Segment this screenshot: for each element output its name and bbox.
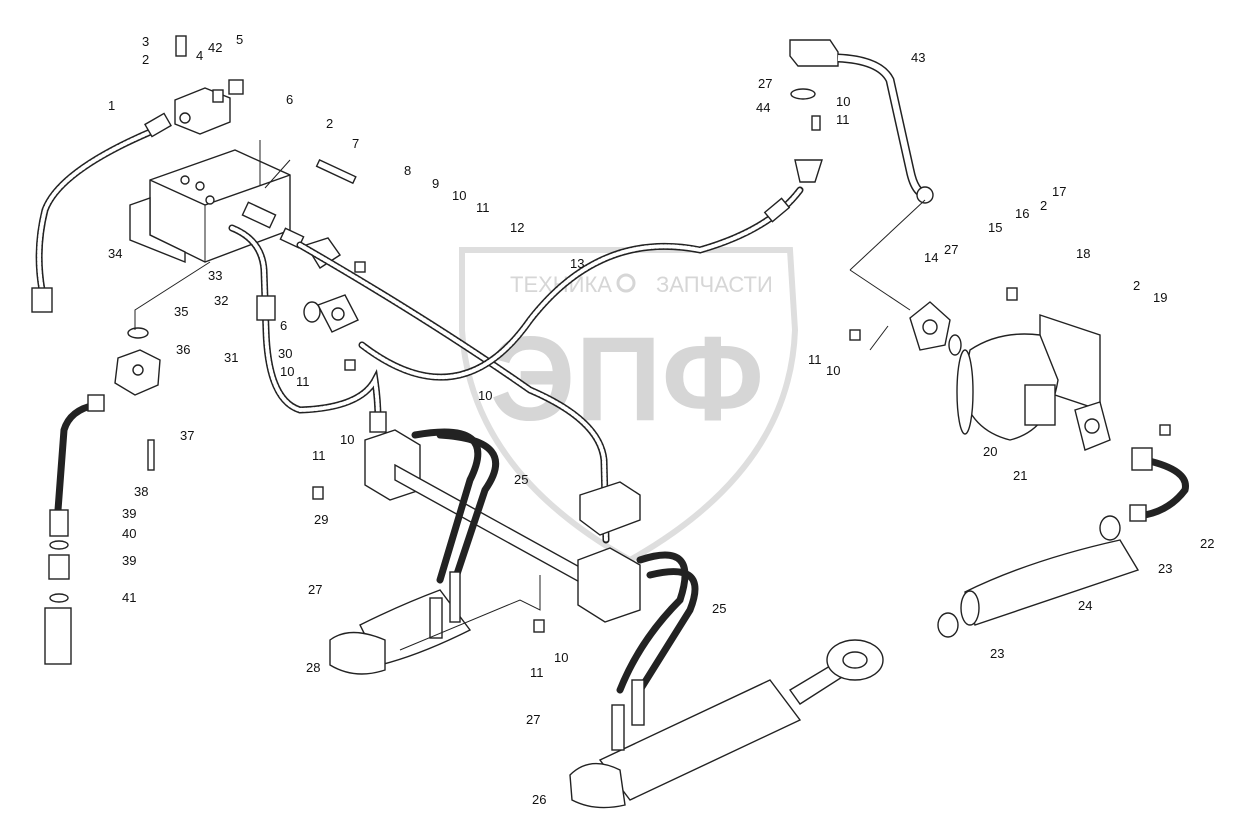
callout-12: 12 (510, 220, 524, 235)
hose-31 (228, 224, 387, 433)
callout-29: 29 (314, 512, 328, 527)
callout-39: 39 (122, 506, 136, 521)
callout-2: 2 (1133, 278, 1140, 293)
callout-25: 25 (514, 472, 528, 487)
callout-4: 4 (196, 48, 203, 63)
callout-23: 23 (990, 646, 1004, 661)
callout-10: 10 (826, 363, 840, 378)
callout-35: 35 (174, 304, 188, 319)
fitting-stack (44, 327, 161, 665)
watermark: ТЕХНИКА ЗАПЧАСТИ ЭПФ (459, 247, 799, 564)
cylinder-26 (569, 639, 884, 809)
callout-22: 22 (1200, 536, 1214, 551)
callout-23: 23 (1158, 561, 1172, 576)
callout-10: 10 (554, 650, 568, 665)
leader-lines (134, 140, 926, 351)
callout-2: 2 (142, 52, 149, 67)
callout-13: 13 (570, 256, 584, 271)
callout-27: 27 (526, 712, 540, 727)
pipe-43 (789, 39, 934, 204)
cylinder-28 (329, 571, 541, 675)
callout-26: 26 (532, 792, 546, 807)
callout-10: 10 (340, 432, 354, 447)
callout-11: 11 (296, 374, 310, 389)
callout-11: 11 (312, 448, 326, 463)
callout-16: 16 (1015, 206, 1029, 221)
callout-43: 43 (911, 50, 925, 65)
gear-icon (616, 273, 636, 293)
callout-7: 7 (352, 136, 359, 151)
clamp-23-bottom (937, 612, 959, 638)
callout-28: 28 (306, 660, 320, 675)
callout-21: 21 (1013, 468, 1027, 483)
callout-11: 11 (530, 665, 544, 680)
flange-21 (1074, 401, 1189, 522)
callout-5: 5 (236, 32, 243, 47)
callout-10: 10 (280, 364, 294, 379)
callout-20: 20 (983, 444, 997, 459)
flange-14 (909, 301, 962, 356)
callout-9: 9 (432, 176, 439, 191)
callout-19: 19 (1153, 290, 1167, 305)
flange-30 (303, 294, 359, 333)
callout-34: 34 (108, 246, 122, 261)
callout-36: 36 (176, 342, 190, 357)
callout-11: 11 (808, 352, 822, 367)
hose-12 (296, 241, 610, 544)
callout-32: 32 (214, 293, 228, 308)
callout-11: 11 (476, 200, 490, 215)
callout-2: 2 (326, 116, 333, 131)
watermark-logo: ЭПФ (490, 312, 764, 446)
callout-15: 15 (988, 220, 1002, 235)
callout-18: 18 (1076, 246, 1090, 261)
callout-labels: 1222234425667891010101010101011111111111… (108, 32, 1214, 807)
manifold-29 (364, 429, 641, 623)
callout-6: 6 (286, 92, 293, 107)
callout-8: 8 (404, 163, 411, 178)
valve-block-34 (129, 149, 291, 264)
callout-39: 39 (122, 553, 136, 568)
callout-24: 24 (1078, 598, 1092, 613)
callout-10: 10 (452, 188, 466, 203)
hoses-25 (411, 428, 699, 694)
callout-25: 25 (712, 601, 726, 616)
callout-17: 17 (1052, 184, 1066, 199)
callout-10: 10 (836, 94, 850, 109)
callout-41: 41 (122, 590, 136, 605)
callout-27: 27 (758, 76, 772, 91)
block-4 (174, 35, 244, 135)
clamp-23-top (1099, 515, 1121, 541)
watermark-line2: ЗАПЧАСТИ (656, 272, 773, 297)
callout-42: 42 (208, 40, 222, 55)
callout-30: 30 (278, 346, 292, 361)
callout-6: 6 (280, 318, 287, 333)
callout-1: 1 (108, 98, 115, 113)
callout-27: 27 (308, 582, 322, 597)
callout-37: 37 (180, 428, 194, 443)
callout-27: 27 (944, 242, 958, 257)
hose-24 (937, 515, 1140, 638)
pump-15 (956, 314, 1101, 441)
callout-11: 11 (836, 112, 850, 127)
callout-44: 44 (756, 100, 770, 115)
callout-31: 31 (224, 350, 238, 365)
callout-38: 38 (134, 484, 148, 499)
hose-1 (31, 112, 172, 313)
callout-10: 10 (478, 388, 492, 403)
callout-2: 2 (1040, 198, 1047, 213)
bolts (312, 115, 1171, 633)
callout-33: 33 (208, 268, 222, 283)
callout-3: 3 (142, 34, 149, 49)
callout-14: 14 (924, 250, 938, 265)
hose-13 (358, 159, 823, 381)
callout-40: 40 (122, 526, 136, 541)
